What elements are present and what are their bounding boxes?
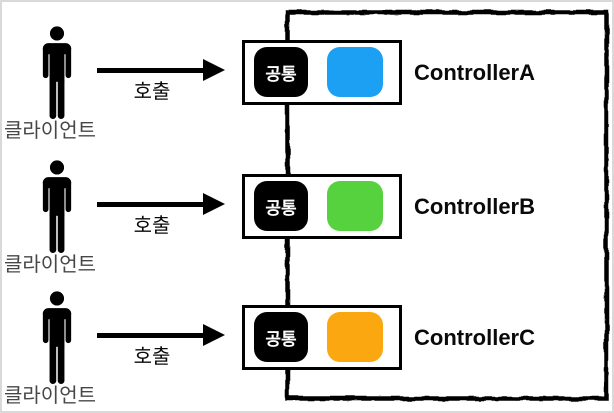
- person-icon: [38, 291, 76, 384]
- controller-row-c: 클라이언트 호출 공통 ControllerC: [2, 289, 612, 411]
- controller-name: ControllerA: [414, 60, 535, 85]
- call-label: 호출: [133, 346, 171, 368]
- client-label: 클라이언트: [4, 254, 96, 276]
- common-chip: 공통: [254, 312, 308, 362]
- call-arrow: [97, 202, 205, 207]
- client-label: 클라이언트: [4, 120, 96, 142]
- controller-box-c: 공통: [242, 305, 402, 370]
- call-arrow-head-icon: [203, 193, 225, 215]
- controller-name: ControllerB: [414, 194, 535, 219]
- controller-row-a: 클라이언트 호출 공통 ControllerA: [2, 24, 612, 164]
- controller-color-chip: [327, 312, 383, 362]
- controller-color-chip: [327, 181, 383, 231]
- controller-name: ControllerC: [414, 325, 535, 350]
- client-label: 클라이언트: [4, 385, 96, 407]
- call-arrow-head-icon: [203, 59, 225, 81]
- common-chip: 공통: [254, 181, 308, 231]
- call-label: 호출: [133, 81, 171, 103]
- person-icon: [38, 160, 76, 253]
- call-label: 호출: [133, 215, 171, 237]
- controller-box-b: 공통: [242, 174, 402, 239]
- person-icon: [38, 26, 76, 119]
- call-arrow-head-icon: [203, 324, 225, 346]
- controller-box-a: 공통: [242, 40, 402, 105]
- call-arrow: [97, 68, 205, 73]
- controller-row-b: 클라이언트 호출 공통 ControllerB: [2, 158, 612, 298]
- common-chip: 공통: [254, 47, 308, 97]
- call-arrow: [97, 333, 205, 338]
- controller-color-chip: [327, 47, 383, 97]
